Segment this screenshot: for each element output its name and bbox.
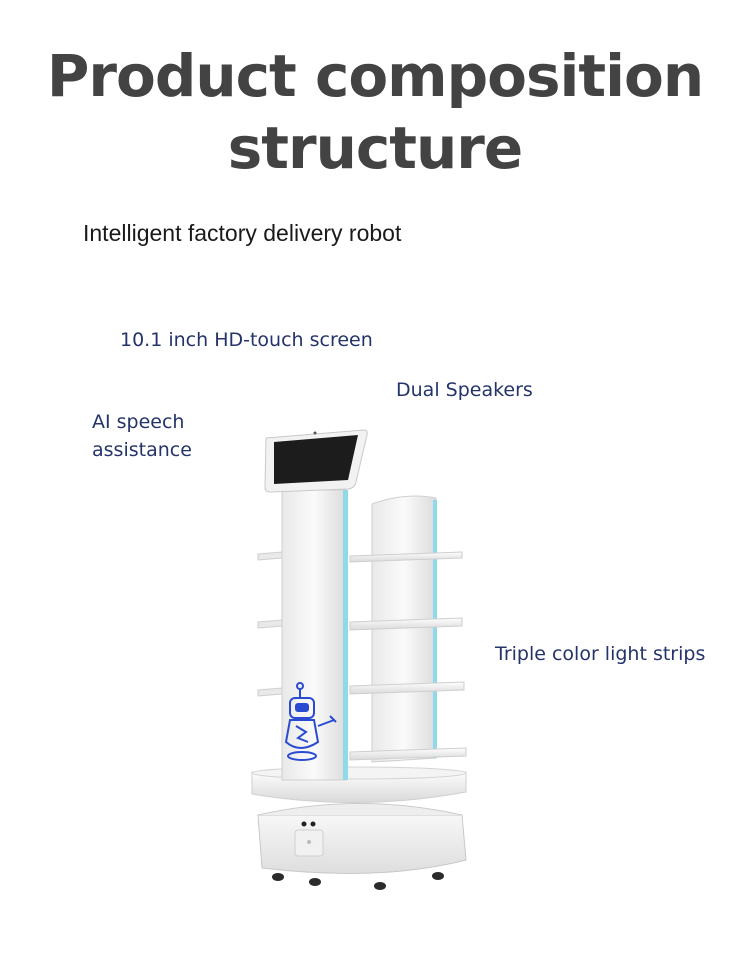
robot-chassis: [257, 803, 467, 874]
front-column: [281, 489, 348, 781]
light-strip-rack: [433, 500, 437, 758]
callout-ai-speech-line-1: AI speech: [92, 411, 185, 433]
page-title: Product composition structure: [0, 40, 750, 184]
callout-ai-speech-line-2: assistance: [92, 439, 192, 461]
callout-light-strips: Triple color light strips: [495, 643, 706, 665]
left-shelves: [257, 551, 283, 697]
wheels: [272, 872, 444, 890]
touch-screen-head: [264, 429, 368, 493]
light-strip-column: [343, 490, 348, 780]
delivery-robot-illustration: [251, 429, 467, 890]
callout-touch-screen: 10.1 inch HD-touch screen: [120, 329, 373, 351]
page-title-line-1: Product composition: [46, 42, 704, 110]
product-subtitle: Intelligent factory delivery robot: [83, 220, 402, 246]
page-title-line-2: structure: [227, 114, 523, 182]
robot-mascot-icon: [284, 682, 337, 761]
callout-ai-speech: AI speech assistance: [92, 408, 192, 464]
shelf-rack: [349, 495, 467, 763]
callout-dual-speakers: Dual Speakers: [396, 379, 533, 401]
display-screen: [274, 435, 358, 484]
